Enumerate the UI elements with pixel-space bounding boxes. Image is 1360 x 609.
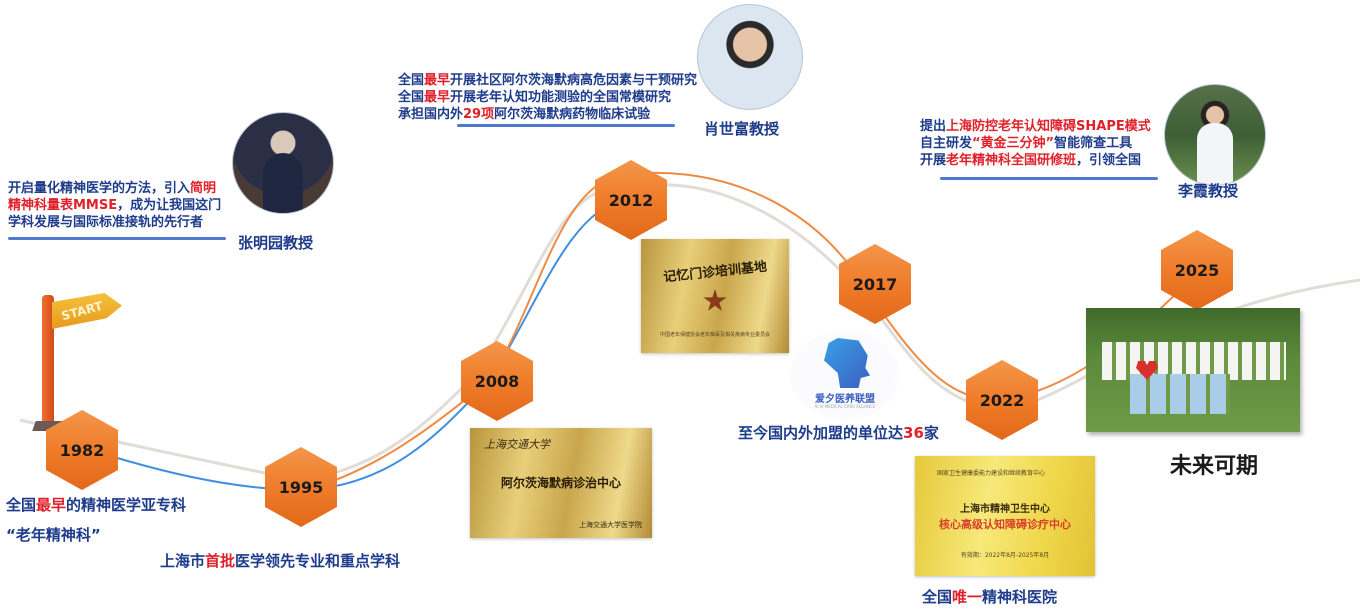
profile-xiao-name: 肖世富教授: [704, 120, 780, 138]
profile-xiao-underline: [457, 124, 675, 127]
avatar-zhang: [232, 112, 334, 214]
milestone-2017: 2017: [839, 244, 911, 324]
alliance-logo-sub: AI XI MEDICAL CARE ALLIANCE: [814, 404, 876, 409]
group-photo-people-kneeling: [1130, 374, 1230, 414]
milestone-2008: 2008: [461, 341, 533, 421]
caption-2022: 全国唯一精神科医院: [922, 588, 1058, 606]
profile-zhang-name: 张明园教授: [238, 234, 314, 252]
plaque-2012-bottom: 中国老年保健协会老年痴呆及相关疾病专业委员会: [659, 332, 770, 338]
plaque-2008-bottom: 上海交通大学医学院: [579, 521, 642, 529]
plaque-2022-date: 有效期：2022年8月-2025年8月: [960, 552, 1050, 559]
timeline-curve-blue: [59, 199, 626, 492]
alliance-logo: 爱夕医养联盟 AI XI MEDICAL CARE ALLIANCE: [790, 330, 900, 420]
profile-zhang-underline: [8, 237, 226, 240]
caption-1982-subtitle: “老年精神科”: [6, 526, 101, 544]
milestone-2022: 2022: [966, 360, 1038, 440]
plaque-2008: 上海交通大学 阿尔茨海默病诊治中心 上海交通大学医学院: [470, 428, 652, 538]
plaque-2012-main: 记忆门诊培训基地: [662, 259, 768, 286]
plaque-2022: 国家卫生健康委能力建设和继续教育中心 上海市精神卫生中心 核心高级认知障碍诊疗中…: [915, 456, 1095, 576]
plaque-2008-main: 阿尔茨海默病诊治中心: [500, 476, 621, 490]
alliance-logo-head-icon: [824, 338, 870, 388]
group-photo: [1086, 308, 1300, 432]
avatar-li: [1164, 84, 1266, 186]
profile-xiao-description: 全国最早开展社区阿尔茨海默病高危因素与干预研究 全国最早开展老年认知功能测验的全…: [398, 73, 698, 122]
plaque-2012: 记忆门诊培训基地 中国老年保健协会老年痴呆及相关疾病专业委员会: [641, 239, 789, 353]
alliance-logo-name: 爱夕医养联盟: [815, 394, 875, 405]
start-label: START: [59, 298, 105, 324]
plaque-2022-red: 核心高级认知障碍诊疗中心: [939, 518, 1071, 531]
avatar-zhang-figure: [263, 153, 303, 213]
caption-2017: 至今国内外加盟的单位达36家: [738, 424, 939, 442]
plaque-2008-top: 上海交通大学: [484, 438, 550, 451]
caption-1982: 全国最早的精神医学亚专科: [6, 496, 187, 514]
profile-li-underline: [940, 177, 1158, 180]
start-sign: START: [30, 285, 130, 445]
avatar-li-coat: [1197, 123, 1233, 185]
start-arrow: START: [52, 293, 122, 329]
caption-2025: 未来可期: [1170, 453, 1259, 479]
plaque-2022-top: 国家卫生健康委能力建设和继续教育中心: [937, 470, 1046, 477]
group-photo-people-standing: [1102, 342, 1286, 380]
profile-li-name: 李霞教授: [1178, 182, 1239, 200]
avatar-xiao: [697, 4, 803, 110]
milestone-1982: 1982: [46, 410, 118, 490]
plaque-2012-emblem: [703, 289, 727, 311]
start-pole: [42, 295, 54, 425]
caption-1995: 上海市首批医学领先专业和重点学科: [160, 552, 401, 570]
profile-li-description: 提出上海防控老年认知障碍SHAPE模式 自主研发“黄金三分钟”智能筛查工具 开展…: [920, 119, 1151, 168]
profile-zhang-description: 开启量化精神医学的方法，引入简明 精神科量表MMSE，成为让我国这门 学科发展与…: [8, 181, 222, 230]
plaque-2022-main: 上海市精神卫生中心: [960, 504, 1050, 515]
